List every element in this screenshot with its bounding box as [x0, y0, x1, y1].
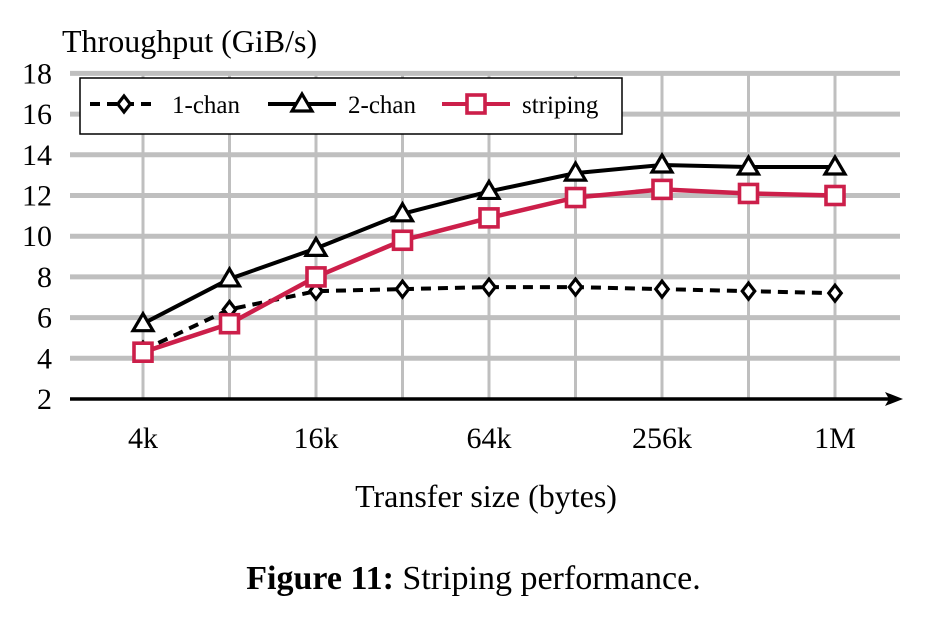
y-tick-label: 10 — [22, 220, 52, 253]
legend-box — [79, 77, 623, 135]
y-tick-label: 12 — [22, 180, 52, 213]
x-tick-label: 256k — [632, 422, 692, 455]
legend-label-striping: striping — [522, 92, 599, 119]
caption-text: Striping performance. — [393, 560, 701, 597]
data-point-1-chan — [653, 278, 671, 300]
data-point-striping — [391, 229, 414, 252]
caption-label: Figure 11: — [246, 560, 394, 597]
data-point-2-chan — [822, 153, 848, 176]
legend-label-2-chan: 2-chan — [348, 92, 417, 119]
x-axis-arrow — [885, 392, 903, 406]
legend-marker-2-chan — [289, 90, 315, 113]
legend-label-1-chan: 1-chan — [172, 92, 241, 119]
y-tick-label: 18 — [22, 57, 52, 90]
y-tick-label: 8 — [37, 261, 52, 294]
data-point-striping — [824, 184, 846, 207]
x-axis-label: Transfer size (bytes) — [355, 478, 617, 514]
data-point-1-chan — [394, 278, 411, 300]
x-tick-label: 64k — [467, 422, 512, 455]
y-tick-label: 6 — [37, 302, 52, 335]
data-point-striping — [218, 312, 241, 335]
axes: 2 4 6 8 10 12 14 16 18 4k 16k 64k 256k 1M Throughput (… — [22, 23, 903, 514]
data-point-2-chan — [130, 310, 156, 333]
y-tick-label: 2 — [37, 383, 52, 416]
y-axis-label: Throughput (GiB/s) — [62, 23, 317, 59]
data-point-1-chan — [740, 280, 757, 302]
figure-caption: Figure 11: Striping performance. — [0, 560, 947, 598]
y-tick-label: 14 — [22, 139, 52, 172]
y-tick-label: 4 — [37, 342, 52, 375]
data-point-striping — [132, 341, 154, 363]
data-point-striping — [737, 182, 760, 205]
data-point-1-chan — [826, 282, 844, 304]
data-point-2-chan — [216, 265, 243, 288]
chart: 2 4 6 8 10 12 14 16 18 4k 16k 64k 256k 1M Throughput (… — [22, 23, 903, 514]
data-point-2-chan — [303, 235, 329, 258]
data-point-2-chan — [735, 153, 762, 176]
data-point-striping — [478, 207, 500, 229]
legend-marker-1-chan — [115, 93, 133, 115]
x-tick-label: 4k — [128, 422, 158, 455]
y-tick-label: 16 — [22, 98, 52, 131]
legend-marker-striping — [465, 93, 487, 115]
series-layer — [130, 151, 848, 363]
data-point-striping — [564, 186, 587, 209]
x-tick-label: 16k — [294, 422, 339, 455]
data-point-1-chan — [567, 276, 584, 298]
data-point-striping — [305, 266, 327, 288]
data-point-2-chan — [476, 178, 502, 201]
data-point-striping — [651, 178, 673, 201]
data-point-1-chan — [480, 276, 498, 298]
data-point-2-chan — [649, 151, 675, 174]
x-tick-label: 1M — [814, 422, 856, 455]
legend: 1-chan 2-chan striping — [79, 77, 623, 135]
data-point-2-chan — [389, 200, 416, 223]
data-point-2-chan — [562, 159, 589, 182]
